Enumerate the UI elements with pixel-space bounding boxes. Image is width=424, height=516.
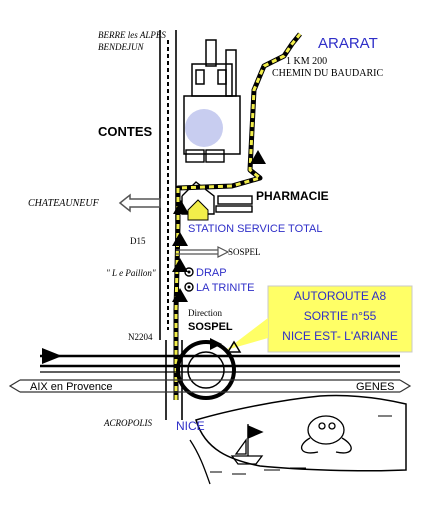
village-label-berre: BERRE les ALPES	[98, 30, 166, 40]
exit-triangle-icon	[226, 340, 242, 353]
acropolis-label: ACROPOLIS	[103, 418, 152, 428]
station-label: STATION SERVICE TOTAL	[188, 223, 322, 235]
buildings	[181, 149, 253, 215]
sospel-small-label: SOSPEL	[228, 247, 261, 257]
motorway-left-arrow-icon	[42, 348, 62, 364]
pharmacie-label: PHARMACIE	[256, 189, 329, 203]
circle-dot-icon-trinite	[184, 282, 194, 292]
interchange-loop	[176, 340, 236, 400]
boat-icon	[230, 424, 264, 465]
route-arrow-icons	[172, 150, 266, 302]
genes-label: GENES	[356, 381, 395, 393]
village-label-bendejun: BENDEJUN	[98, 42, 144, 52]
motorway-line2: SORTIE n°55	[304, 309, 377, 323]
nice-label: NICE	[176, 419, 205, 433]
church-icon	[183, 39, 241, 155]
road-label: CHEMIN DU BAUDARIC	[272, 68, 383, 79]
coastline	[195, 394, 407, 472]
distance-label: 1 KM 200	[286, 56, 327, 67]
destination-label: ARARAT	[318, 35, 378, 52]
motorway	[40, 354, 400, 373]
wave-marks	[210, 415, 392, 475]
chateauneuf-arrow-icon	[118, 193, 161, 213]
paillon-label: " L e Paillon"	[106, 268, 156, 278]
fish-icon	[300, 415, 352, 454]
sospel-label: SOSPEL	[188, 321, 233, 333]
d15-label: D15	[130, 236, 146, 246]
loop-arrow-icon	[210, 338, 222, 350]
aix-label: AIX en Provence	[30, 381, 113, 393]
direction-band	[8, 379, 412, 393]
coast-edge	[189, 439, 211, 485]
contes-label: CONTES	[98, 124, 153, 139]
circle-dot-icon-drap	[184, 267, 194, 277]
drap-label: DRAP	[196, 267, 227, 279]
motorway-line1: AUTOROUTE A8	[294, 289, 387, 303]
gas-station-icon	[187, 199, 209, 221]
direction-label: Direction	[188, 308, 222, 318]
motorway-callout-pointer	[226, 318, 268, 350]
blue-marker	[185, 109, 223, 147]
sospel-arrow-icon	[176, 246, 230, 258]
la-trinite-label: LA TRINITE	[196, 282, 254, 294]
motorway-line3: NICE EST- L'ARIANE	[282, 329, 398, 343]
chateauneuf-label: CHATEAUNEUF	[28, 198, 100, 209]
n2204-label: N2204	[128, 332, 153, 342]
